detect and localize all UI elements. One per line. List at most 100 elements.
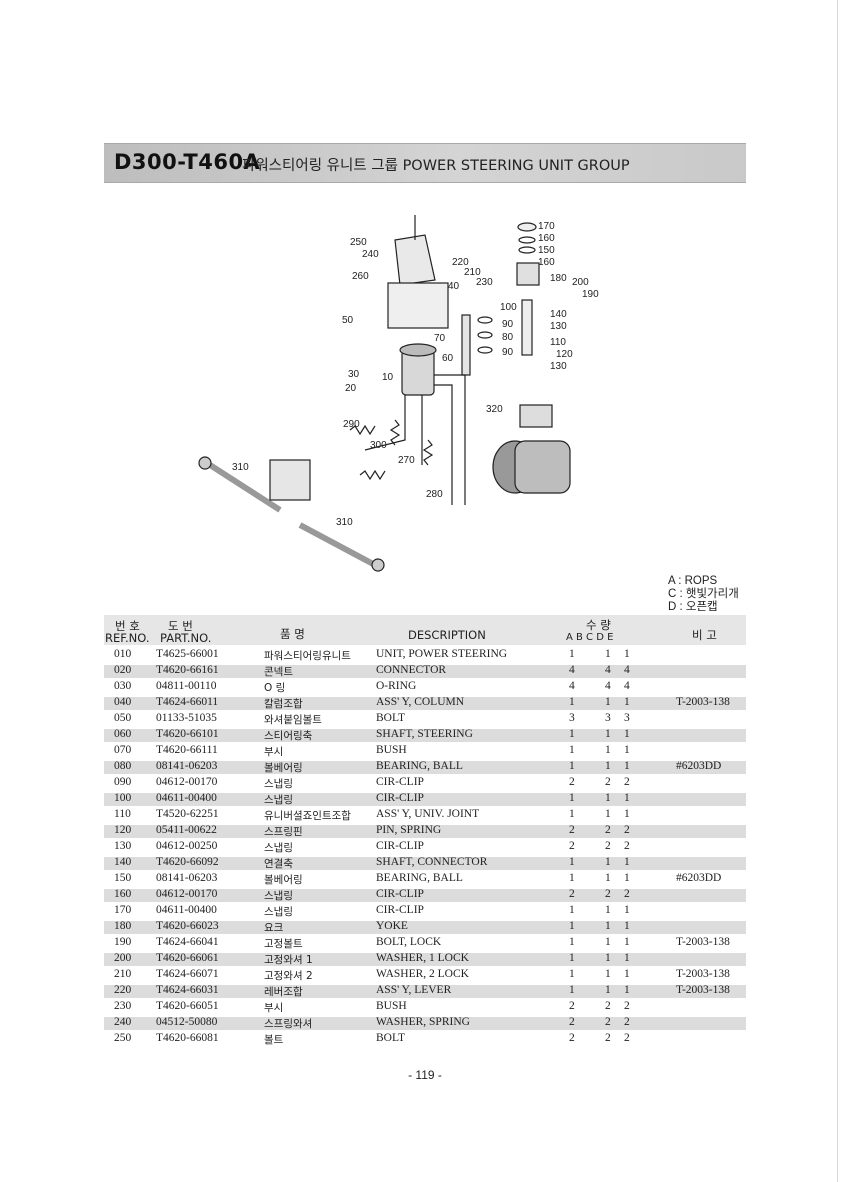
header-ref-eng: REF.NO.	[105, 631, 150, 645]
cell-ref: 220	[114, 984, 132, 996]
cell-c: 2	[605, 1016, 611, 1028]
cell-kor: 스냅링	[264, 794, 293, 806]
cell-desc: ASS' Y, LEVER	[376, 984, 452, 996]
cell-desc: BOLT	[376, 712, 405, 724]
cell-note: T-2003-138	[676, 696, 730, 708]
svg-text:200: 200	[572, 277, 589, 288]
cell-c: 1	[605, 920, 611, 932]
svg-text:310: 310	[232, 462, 249, 473]
cell-kor: 스냅링	[264, 890, 293, 902]
cell-kor: 스프링핀	[264, 826, 303, 838]
cell-c: 4	[605, 664, 611, 676]
cell-d: 1	[624, 920, 630, 932]
cell-note: T-2003-138	[676, 936, 730, 948]
cell-a: 1	[569, 808, 575, 820]
cell-desc: O-RING	[376, 680, 417, 692]
cell-part: 04611-00400	[156, 792, 217, 804]
cell-part: T4620-66101	[156, 728, 219, 740]
svg-text:100: 100	[500, 302, 517, 313]
cell-a: 3	[569, 712, 575, 724]
svg-text:320: 320	[486, 404, 503, 415]
cell-d: 1	[624, 728, 630, 740]
cell-c: 2	[605, 776, 611, 788]
cell-ref: 230	[114, 1000, 132, 1012]
cell-part: T4624-66071	[156, 968, 219, 980]
svg-text:20: 20	[345, 383, 357, 394]
cell-desc: CIR-CLIP	[376, 792, 424, 804]
cell-kor: 스냅링	[264, 842, 293, 854]
cell-part: 04611-00400	[156, 904, 217, 916]
cell-a: 1	[569, 744, 575, 756]
cell-part: T4620-66111	[156, 744, 218, 756]
cell-a: 2	[569, 776, 575, 788]
header-part-kor: 도 번	[168, 619, 193, 633]
cell-c: 1	[605, 984, 611, 996]
cell-d: 3	[624, 712, 630, 724]
cell-desc: BEARING, BALL	[376, 872, 463, 884]
cell-a: 1	[569, 760, 575, 772]
page-edge	[837, 0, 838, 1182]
model-code: D300-T460A	[114, 150, 261, 174]
cell-d: 1	[624, 856, 630, 868]
cell-desc: WASHER, SPRING	[376, 1016, 470, 1028]
cell-ref: 130	[114, 840, 132, 852]
cell-part: T4624-66041	[156, 936, 219, 948]
cell-c: 1	[605, 856, 611, 868]
cell-kor: 유니버셜죠인트조합	[264, 810, 351, 822]
cell-kor: 볼베어링	[264, 762, 303, 774]
svg-text:130: 130	[550, 321, 567, 332]
cell-c: 1	[605, 904, 611, 916]
cell-kor: 요크	[264, 922, 284, 934]
group-title: 파워스티어링 유니트 그룹 POWER STEERING UNIT GROUP	[242, 158, 630, 174]
svg-text:160: 160	[538, 257, 555, 268]
svg-text:160: 160	[538, 233, 555, 244]
cell-desc: UNIT, POWER STEERING	[376, 648, 508, 660]
cell-c: 1	[605, 760, 611, 772]
cell-a: 1	[569, 920, 575, 932]
cell-kor: 고정와셔 2	[264, 970, 313, 982]
cell-d: 4	[624, 664, 630, 676]
svg-text:90: 90	[502, 319, 514, 330]
cell-a: 2	[569, 1000, 575, 1012]
cell-part: T4620-66092	[156, 856, 219, 868]
cell-part: T4625-66001	[156, 648, 219, 660]
cell-desc: YOKE	[376, 920, 408, 932]
cell-ref: 180	[114, 920, 132, 932]
svg-text:190: 190	[582, 289, 599, 300]
svg-text:180: 180	[550, 273, 567, 284]
cell-part: 04612-00250	[156, 840, 218, 852]
cell-a: 1	[569, 856, 575, 868]
svg-text:70: 70	[434, 333, 446, 344]
cell-c: 2	[605, 1032, 611, 1044]
cell-ref: 190	[114, 936, 132, 948]
cell-d: 1	[624, 872, 630, 884]
svg-text:270: 270	[398, 455, 415, 466]
cell-part: T4624-66011	[156, 696, 219, 708]
legend: A : ROPS C : 햇빛가리개 D : 오픈캡	[668, 575, 739, 614]
svg-text:230: 230	[476, 277, 493, 288]
cell-d: 1	[624, 648, 630, 660]
cell-d: 2	[624, 1032, 630, 1044]
cell-part: T4520-62251	[156, 808, 219, 820]
cell-desc: ASS' Y, COLUMN	[376, 696, 465, 708]
svg-text:140: 140	[550, 309, 567, 320]
cell-note: T-2003-138	[676, 968, 730, 980]
cell-desc: CIR-CLIP	[376, 840, 424, 852]
svg-text:310: 310	[336, 517, 353, 528]
cell-d: 1	[624, 808, 630, 820]
cell-ref: 090	[114, 776, 132, 788]
cell-desc: CIR-CLIP	[376, 904, 424, 916]
svg-text:10: 10	[382, 372, 394, 383]
cell-ref: 040	[114, 696, 132, 708]
cell-ref: 010	[114, 648, 132, 660]
cell-a: 4	[569, 664, 575, 676]
cell-part: 04512-50080	[156, 1016, 218, 1028]
